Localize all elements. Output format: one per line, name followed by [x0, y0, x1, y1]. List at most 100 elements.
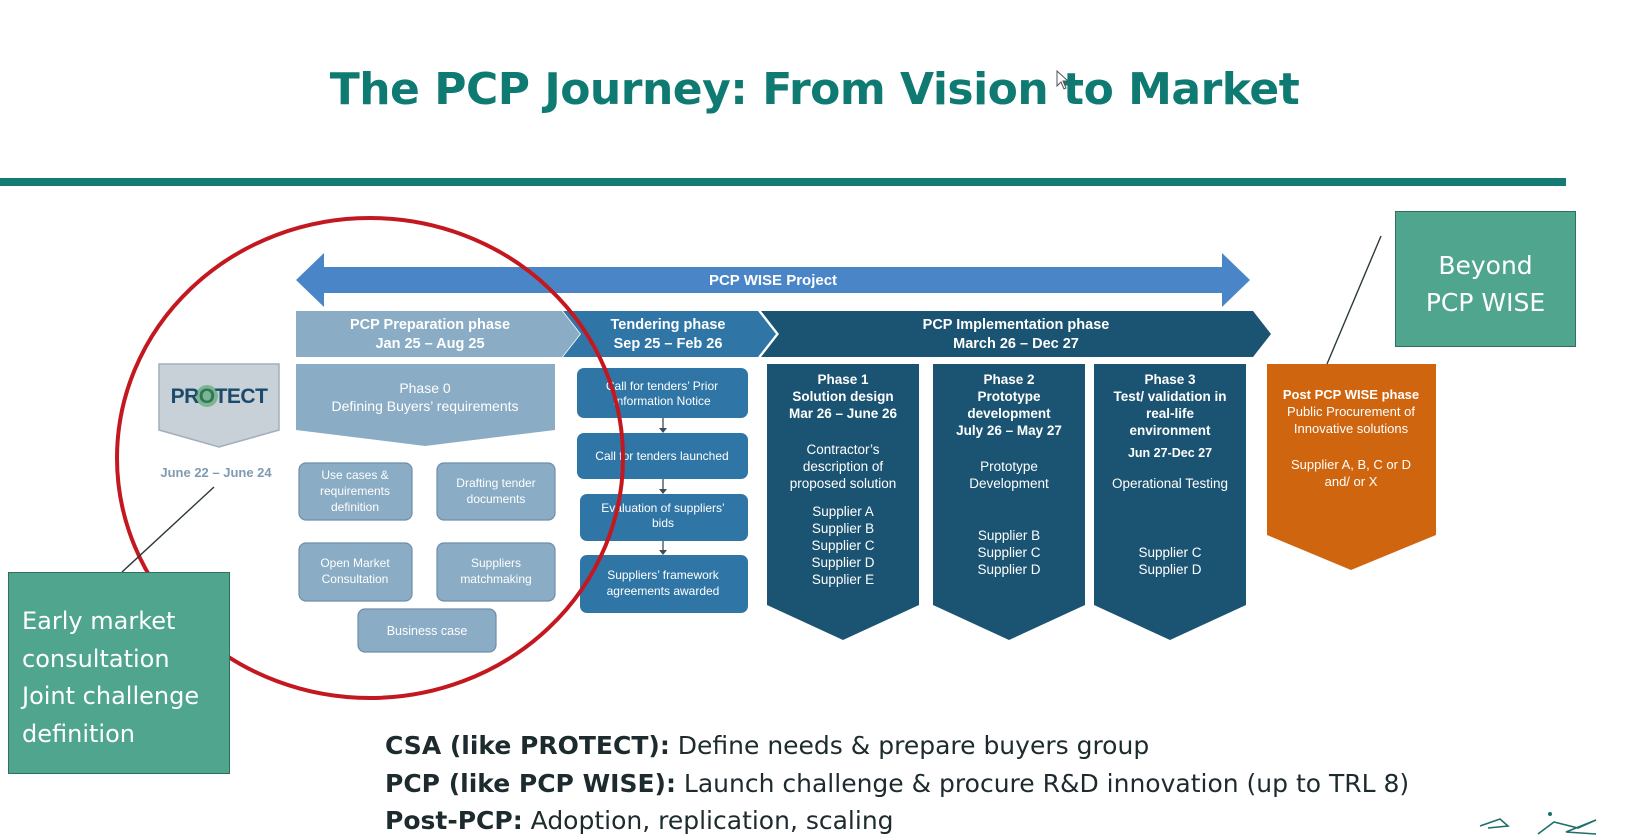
- post-phase-shape: [1267, 364, 1436, 570]
- early-callout-line: Joint challenge: [22, 682, 200, 710]
- implementation-phase-chevron: [761, 311, 1271, 357]
- tender-step-line: Call for tenders launched: [595, 449, 728, 463]
- implementation-phase-title: PCP Implementation phase: [923, 317, 1110, 333]
- phase1-supplier: Supplier A: [812, 504, 874, 519]
- phase2-title-line: Phase 2: [983, 372, 1034, 387]
- early-market-callout: Early market consultation Joint challeng…: [8, 572, 230, 774]
- tender-connector-arrowhead: [659, 550, 667, 555]
- phase1-shape: [767, 364, 919, 640]
- phase2-supplier: Supplier C: [977, 545, 1040, 560]
- globe-icon: [196, 385, 218, 407]
- post-phase-line: Public Procurement of: [1287, 404, 1415, 419]
- phase3-desc-line: Operational Testing: [1112, 476, 1228, 491]
- highlight-circle: [115, 216, 625, 700]
- tender-step-line: Call for tenders’ Prior: [606, 379, 718, 393]
- use-cases-line: Use cases &: [321, 468, 388, 482]
- post-phase-line: Innovative solutions: [1294, 421, 1409, 436]
- phase3-title-line: Jun 27-Dec 27: [1128, 446, 1212, 460]
- business-case-box: [357, 608, 497, 653]
- tender-step-line: agreements awarded: [607, 584, 720, 598]
- phase3-title-line: Phase 3: [1144, 372, 1196, 387]
- mouse-cursor-icon: [1056, 70, 1070, 90]
- post-phase-title: Post PCP WISE phase: [1283, 387, 1419, 402]
- tender-step-box: [580, 494, 748, 541]
- phase3-title-line: Test/ validation in: [1113, 389, 1226, 404]
- tender-step-box: [577, 368, 748, 418]
- phase3-shape: [1094, 364, 1246, 640]
- early-callout-pointer: [121, 486, 215, 573]
- phase1-supplier: Supplier D: [811, 555, 874, 570]
- project-bar-label: PCP WISE Project: [709, 272, 837, 289]
- tender-step-line: Suppliers’ framework: [607, 568, 720, 582]
- early-callout-line: definition: [22, 719, 135, 748]
- note-text: Define needs & prepare buyers group: [669, 731, 1150, 760]
- tender-step-line: bids: [652, 516, 674, 530]
- matchmaking-box: [436, 542, 556, 602]
- phase1-supplier: Supplier C: [811, 538, 874, 553]
- phase0-shape: [296, 364, 555, 446]
- phase1-desc-line: Contractor’s: [806, 442, 879, 457]
- note-text: Launch challenge & procure R&D innovatio…: [675, 768, 1410, 798]
- use-cases-line: requirements: [320, 484, 390, 498]
- phase3-supplier: Supplier D: [1138, 562, 1201, 577]
- tendering-phase-chevron: [563, 311, 776, 357]
- protect-dates: June 22 – June 24: [160, 465, 272, 480]
- use-cases-line: definition: [331, 500, 379, 514]
- tender-step-line: Information Notice: [613, 394, 711, 408]
- open-market-box: [298, 542, 413, 602]
- beyond-callout-line: Beyond: [1438, 251, 1533, 280]
- drafting-box: [436, 462, 556, 521]
- implementation-phase-dates: March 26 – Dec 27: [953, 336, 1079, 352]
- phase2-shape: [933, 364, 1085, 640]
- beyond-pcp-wise-callout: Beyond PCP WISE: [1395, 211, 1576, 347]
- preparation-phase-chevron: [296, 311, 580, 357]
- early-callout-line: Early market: [22, 607, 176, 635]
- phase0-line2: Defining Buyers’ requirements: [331, 398, 518, 414]
- slide-title: The PCP Journey: From Vision to Market: [329, 64, 1300, 115]
- post-phase-supplier: Supplier A, B, C or D: [1291, 457, 1411, 472]
- tender-connector-arrowhead: [659, 489, 667, 494]
- beyond-callout-line: PCP WISE: [1425, 288, 1546, 317]
- phase2-supplier: Supplier D: [977, 562, 1040, 577]
- phase2-supplier: Supplier B: [978, 528, 1040, 543]
- tender-step-box: [577, 433, 748, 479]
- note-label: CSA (like PROTECT):: [385, 731, 670, 760]
- phase3-title-line: environment: [1129, 423, 1211, 438]
- matchmaking-line: matchmaking: [460, 572, 531, 586]
- drafting-line: Drafting tender: [456, 476, 535, 490]
- phase2-desc-line: Prototype: [980, 459, 1038, 474]
- matchmaking-line: Suppliers: [471, 556, 521, 570]
- phase1-desc-line: description of: [803, 459, 884, 474]
- note-label: PCP (like PCP WISE):: [385, 768, 676, 798]
- pen-scribble-icon: [1479, 812, 1597, 835]
- protect-logo-shape: [158, 363, 280, 448]
- phase1-title-line: Phase 1: [817, 372, 869, 387]
- summary-notes: CSA (like PROTECT): Define needs & prepa…: [385, 727, 1409, 840]
- tender-connector-arrowhead: [659, 428, 667, 433]
- phase0-line1: Phase 0: [399, 380, 451, 396]
- early-callout-line: consultation: [22, 644, 170, 673]
- note-line: CSA (like PROTECT): Define needs & prepa…: [385, 727, 1409, 765]
- open-market-line: Consultation: [322, 572, 389, 586]
- note-line: Post-PCP: Adoption, replication, scaling: [385, 802, 1409, 840]
- phase1-title-line: Mar 26 – June 26: [789, 406, 898, 421]
- preparation-phase-dates: Jan 25 – Aug 25: [375, 336, 484, 352]
- open-market-line: Open Market: [320, 556, 390, 570]
- phase2-title-line: July 26 – May 27: [956, 423, 1062, 438]
- note-line: PCP (like PCP WISE): Launch challenge & …: [385, 765, 1409, 803]
- phase1-title-line: Solution design: [792, 389, 893, 404]
- title-divider: [0, 178, 1566, 186]
- note-text: Adoption, replication, scaling: [522, 806, 894, 835]
- phase1-supplier: Supplier E: [812, 572, 874, 587]
- tendering-phase-dates: Sep 25 – Feb 26: [614, 336, 723, 352]
- protect-logo-text: PROTECT: [171, 385, 269, 408]
- phase3-supplier: Supplier C: [1138, 545, 1201, 560]
- post-phase-supplier: and/ or X: [1325, 474, 1378, 489]
- phase1-desc-line: proposed solution: [790, 476, 897, 491]
- phase1-supplier: Supplier B: [812, 521, 874, 536]
- tender-step-line: Evaluation of suppliers’: [601, 501, 724, 515]
- phase2-desc-line: Development: [969, 476, 1049, 491]
- phase3-title-line: real-life: [1146, 406, 1195, 421]
- preparation-phase-title: PCP Preparation phase: [350, 317, 510, 333]
